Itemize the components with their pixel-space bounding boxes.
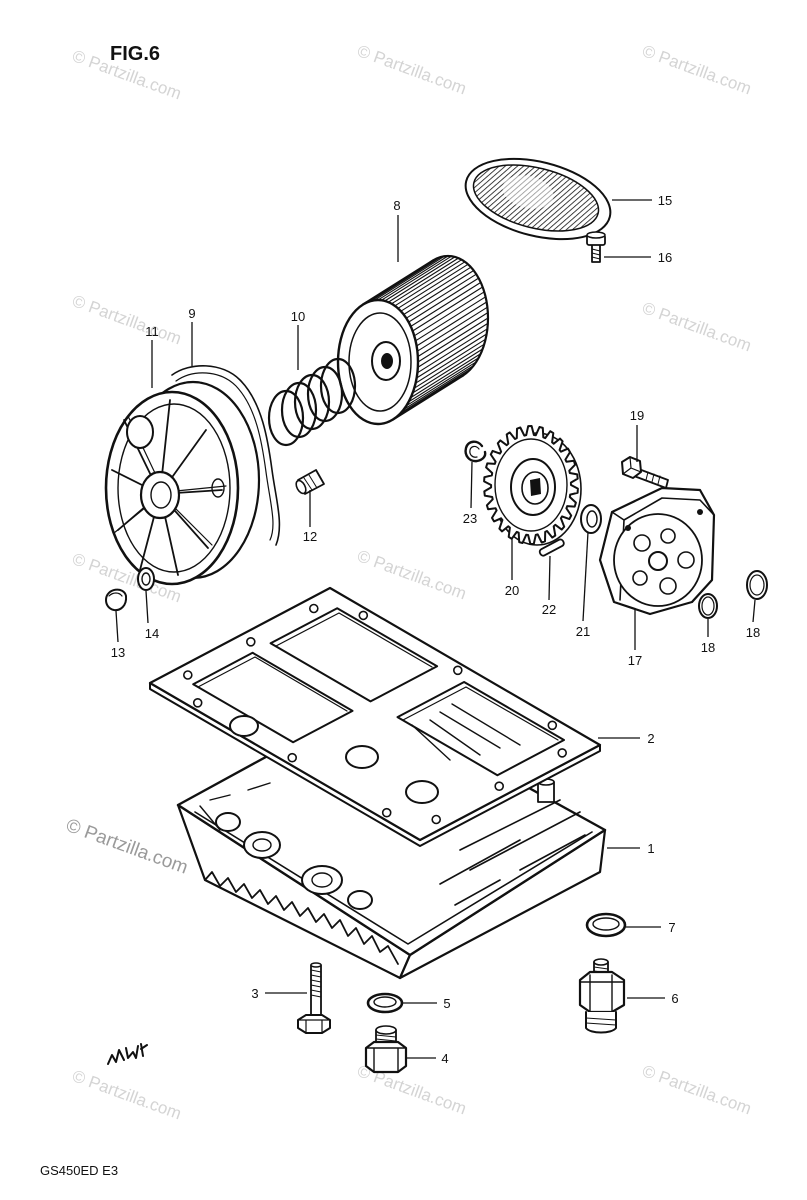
callout-12: 12 [303, 529, 317, 544]
part-7-ring [585, 912, 627, 938]
callout-2: 2 [647, 731, 654, 746]
part-23-circlip [464, 440, 487, 463]
watermark: © Partzilla.com [640, 1061, 754, 1118]
part-18-o-ring-b [746, 570, 768, 600]
callout-17: 17 [628, 653, 642, 668]
part-17-oil-pump [598, 486, 716, 616]
callout-20: 20 [505, 583, 519, 598]
leader-lines [115, 199, 756, 1059]
part-2-gasket [148, 586, 602, 847]
callout-14: 14 [145, 626, 159, 641]
callout-23: 23 [463, 511, 477, 526]
part-4-drain-plug [364, 1025, 408, 1074]
part-20-gear [483, 425, 582, 546]
figure-title: FIG.6 [110, 43, 160, 65]
leader-line-14 [145, 590, 149, 624]
watermark: © Partzilla.com [640, 298, 754, 355]
callout-1: 1 [647, 841, 654, 856]
watermark: © Partzilla.com [63, 815, 190, 879]
callout-3: 3 [251, 986, 258, 1001]
callout-9: 9 [188, 306, 195, 321]
part-14-washer [137, 567, 155, 591]
watermark: © Partzilla.com [70, 291, 184, 348]
direction-mark-icon [107, 1043, 148, 1065]
callout-19: 19 [630, 408, 644, 423]
callout-7: 7 [668, 920, 675, 935]
part-12-dowel-pin [295, 469, 325, 495]
part-5-washer [366, 992, 404, 1014]
callout-21: 21 [576, 624, 590, 639]
part-8-oil-filter [336, 254, 490, 426]
part-3-bolt [297, 962, 331, 1034]
model-code: GS450ED E3 [40, 1163, 118, 1178]
part-19-bolt [621, 456, 669, 489]
callout-8: 8 [393, 198, 400, 213]
callout-10: 10 [291, 309, 305, 324]
part-13-cap [105, 588, 128, 612]
watermark: © Partzilla.com [355, 546, 469, 603]
leader-line-22 [548, 555, 551, 601]
part-6-oil-pressure-switch [578, 958, 626, 1034]
callout-6: 6 [671, 991, 678, 1006]
callout-5: 5 [443, 996, 450, 1011]
leader-line-18b [752, 599, 756, 623]
watermark: © Partzilla.com [355, 41, 469, 98]
watermark: © Partzilla.com [70, 1066, 184, 1123]
leader-line-13 [115, 610, 119, 643]
leader-line-23 [470, 461, 473, 509]
callout-18a: 18 [701, 640, 715, 655]
part-22-pin [538, 538, 565, 557]
part-16-screw [586, 231, 606, 263]
callout-22: 22 [542, 602, 556, 617]
callout-4: 4 [441, 1051, 448, 1066]
part-21-washer [580, 504, 602, 534]
watermark: © Partzilla.com [640, 41, 754, 98]
part-11-filter-cover [104, 380, 261, 586]
part-15-strainer [464, 157, 612, 241]
callout-13: 13 [111, 645, 125, 660]
callout-18b: 18 [746, 625, 760, 640]
callout-16: 16 [658, 250, 672, 265]
leader-line-21 [582, 531, 589, 622]
part-18-o-ring-a [698, 593, 718, 619]
callout-labels: 15 16 8 9 10 11 19 23 12 20 22 21 14 13 … [111, 193, 760, 1066]
part-9-o-ring [171, 365, 281, 546]
part-10-spring [267, 357, 357, 447]
callout-15: 15 [658, 193, 672, 208]
callout-11: 11 [145, 324, 159, 339]
